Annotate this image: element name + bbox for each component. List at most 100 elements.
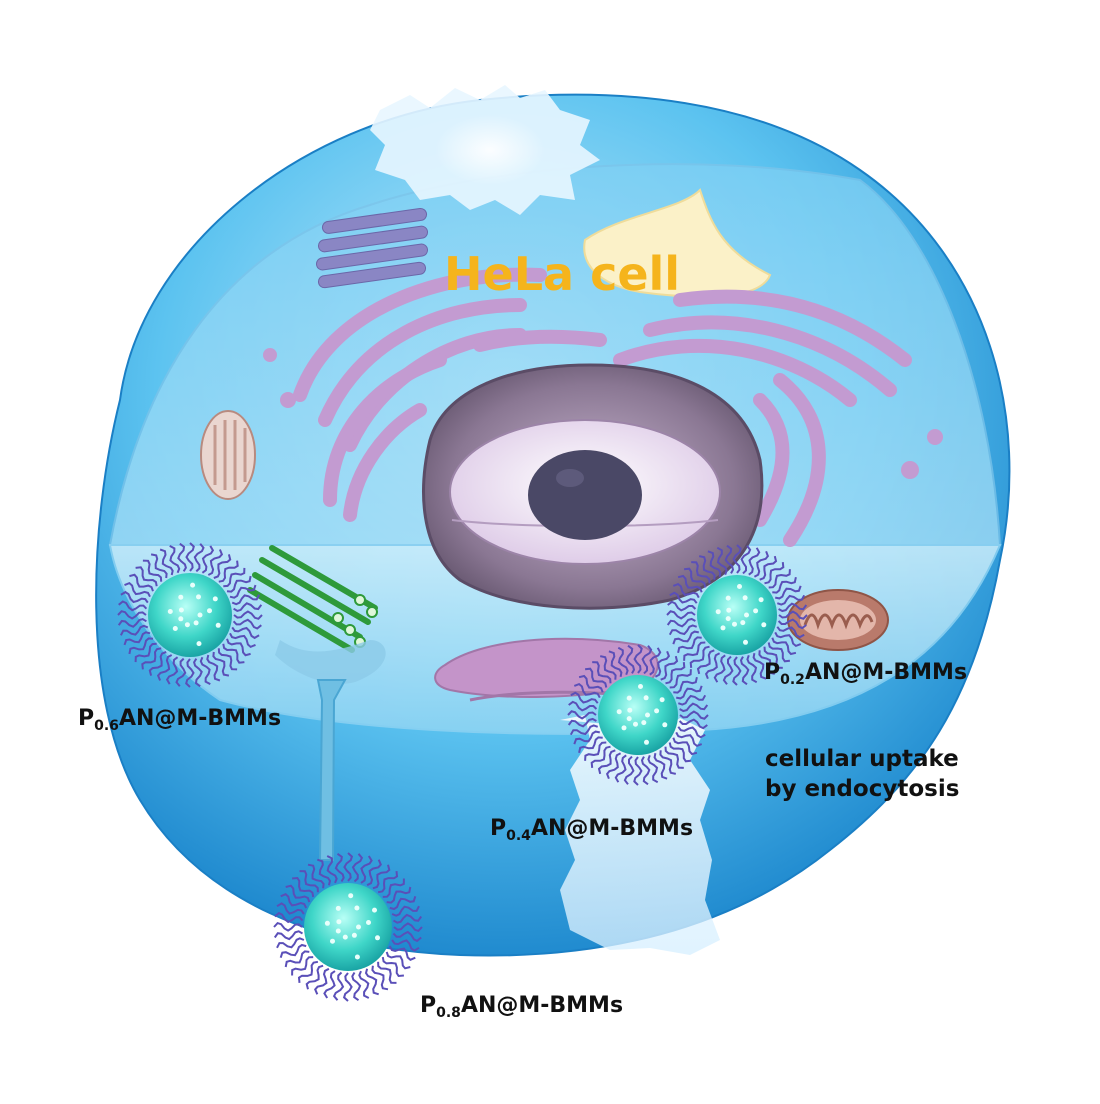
polymer-chain bbox=[653, 753, 668, 780]
polymer-chain bbox=[185, 658, 195, 688]
label-p08-prefix: P bbox=[420, 993, 437, 1018]
surface-dot bbox=[758, 597, 764, 603]
polymer-chain bbox=[118, 600, 148, 612]
polymer-chain bbox=[567, 717, 597, 728]
polymer-chain bbox=[232, 618, 262, 630]
polymer-chain bbox=[617, 646, 629, 676]
polymer-chain bbox=[753, 550, 770, 578]
polymer-chain bbox=[573, 682, 601, 699]
polymer-chain bbox=[578, 674, 604, 693]
surface-dot bbox=[725, 616, 731, 622]
polymer-chain bbox=[388, 945, 416, 961]
endoplasmic-reticulum bbox=[293, 267, 912, 547]
polymer-chain bbox=[123, 631, 151, 646]
polymer-chain bbox=[291, 956, 314, 976]
golgi-apparatus bbox=[315, 207, 429, 289]
polymer-chain bbox=[691, 561, 711, 584]
polymer-chain bbox=[199, 656, 211, 685]
polymer-chain bbox=[156, 654, 173, 681]
polymer-chain bbox=[351, 853, 364, 883]
polymer-chain bbox=[675, 731, 703, 748]
surface-dot bbox=[354, 954, 360, 960]
polymer-chain bbox=[590, 745, 611, 768]
polymer-chain bbox=[739, 656, 750, 686]
label-p06-prefix: P bbox=[78, 706, 95, 731]
polymer-chain bbox=[213, 554, 232, 579]
polymer-chain bbox=[142, 559, 163, 582]
surface-dot bbox=[742, 595, 748, 601]
polymer-chain bbox=[207, 549, 224, 576]
polymer-chain bbox=[668, 624, 698, 636]
polymer-chain bbox=[233, 602, 263, 612]
polymer-chain bbox=[746, 654, 758, 684]
polymer-chain bbox=[222, 643, 245, 664]
polymer-chain bbox=[573, 730, 600, 745]
polymer-chain bbox=[391, 905, 420, 917]
nanoparticle-p02 bbox=[666, 544, 808, 686]
polymer-chain bbox=[778, 610, 808, 620]
polymer-chain bbox=[672, 582, 700, 599]
surface-dot bbox=[638, 684, 643, 689]
polymer-chain bbox=[165, 656, 179, 685]
polymer-chain bbox=[314, 967, 330, 995]
polymer-chain bbox=[578, 736, 603, 754]
polymer-chain bbox=[623, 755, 635, 785]
label-p08-subscript: 0.8 bbox=[436, 1005, 461, 1021]
surface-dot bbox=[172, 626, 178, 631]
polymer-chain bbox=[305, 964, 324, 990]
surface-dot bbox=[167, 609, 173, 614]
surface-dot bbox=[641, 720, 647, 726]
surface-dot bbox=[743, 639, 748, 645]
polymer-chain bbox=[386, 886, 412, 904]
polymer-chain bbox=[659, 750, 677, 775]
polymer-chain bbox=[696, 649, 715, 675]
polymer-chain bbox=[280, 893, 308, 909]
polymer-chain bbox=[698, 555, 716, 580]
label-p08-suffix: AN@M-BMMs bbox=[460, 993, 624, 1018]
polymer-chain bbox=[148, 651, 167, 676]
surface-dot bbox=[633, 721, 638, 727]
surface-dot bbox=[761, 622, 767, 628]
surface-dot bbox=[645, 712, 650, 718]
surface-dot bbox=[715, 609, 721, 615]
polymer-chain bbox=[128, 637, 154, 655]
polymer-chain bbox=[722, 655, 734, 685]
polymer-chain bbox=[117, 618, 147, 628]
polymer-chain bbox=[775, 585, 802, 600]
surface-dot bbox=[626, 716, 632, 722]
polymer-chain bbox=[159, 548, 174, 576]
annotation-line-1: cellular uptake bbox=[765, 746, 959, 772]
polymer-chain bbox=[569, 724, 599, 736]
polymer-chain bbox=[326, 855, 338, 884]
polymer-chain bbox=[669, 669, 692, 689]
polymer-chain bbox=[377, 871, 399, 894]
polymer-chain bbox=[608, 650, 623, 677]
polymer-chain bbox=[316, 858, 332, 886]
polymer-chain bbox=[185, 542, 195, 572]
surface-dot bbox=[215, 622, 221, 628]
polymer-chain bbox=[393, 922, 423, 933]
surface-dot bbox=[330, 938, 335, 944]
surface-dot bbox=[654, 708, 660, 714]
polymer-chain bbox=[584, 741, 607, 761]
label-p02-subscript: 0.2 bbox=[780, 672, 805, 688]
polymer-chain bbox=[134, 642, 157, 663]
surface-dot bbox=[662, 722, 668, 728]
polymer-chain bbox=[776, 594, 806, 606]
polymer-chain bbox=[175, 657, 187, 687]
polymer-chain bbox=[129, 573, 154, 592]
surface-dot bbox=[725, 595, 731, 601]
polymer-chain bbox=[732, 544, 742, 574]
polymer-chain bbox=[307, 863, 325, 889]
surface-dot bbox=[732, 621, 737, 627]
surface-dot bbox=[744, 612, 749, 618]
polymer-chain bbox=[713, 654, 726, 683]
polymer-chain bbox=[592, 661, 612, 684]
polymer-chain bbox=[654, 650, 671, 678]
label-p06: P0.6AN@M-BMMs bbox=[78, 706, 281, 734]
polymer-chain bbox=[683, 641, 706, 661]
polymer-chain bbox=[740, 545, 752, 575]
polymer-chain bbox=[570, 691, 599, 704]
polymer-chain bbox=[150, 553, 168, 579]
polymer-chain bbox=[568, 700, 598, 712]
